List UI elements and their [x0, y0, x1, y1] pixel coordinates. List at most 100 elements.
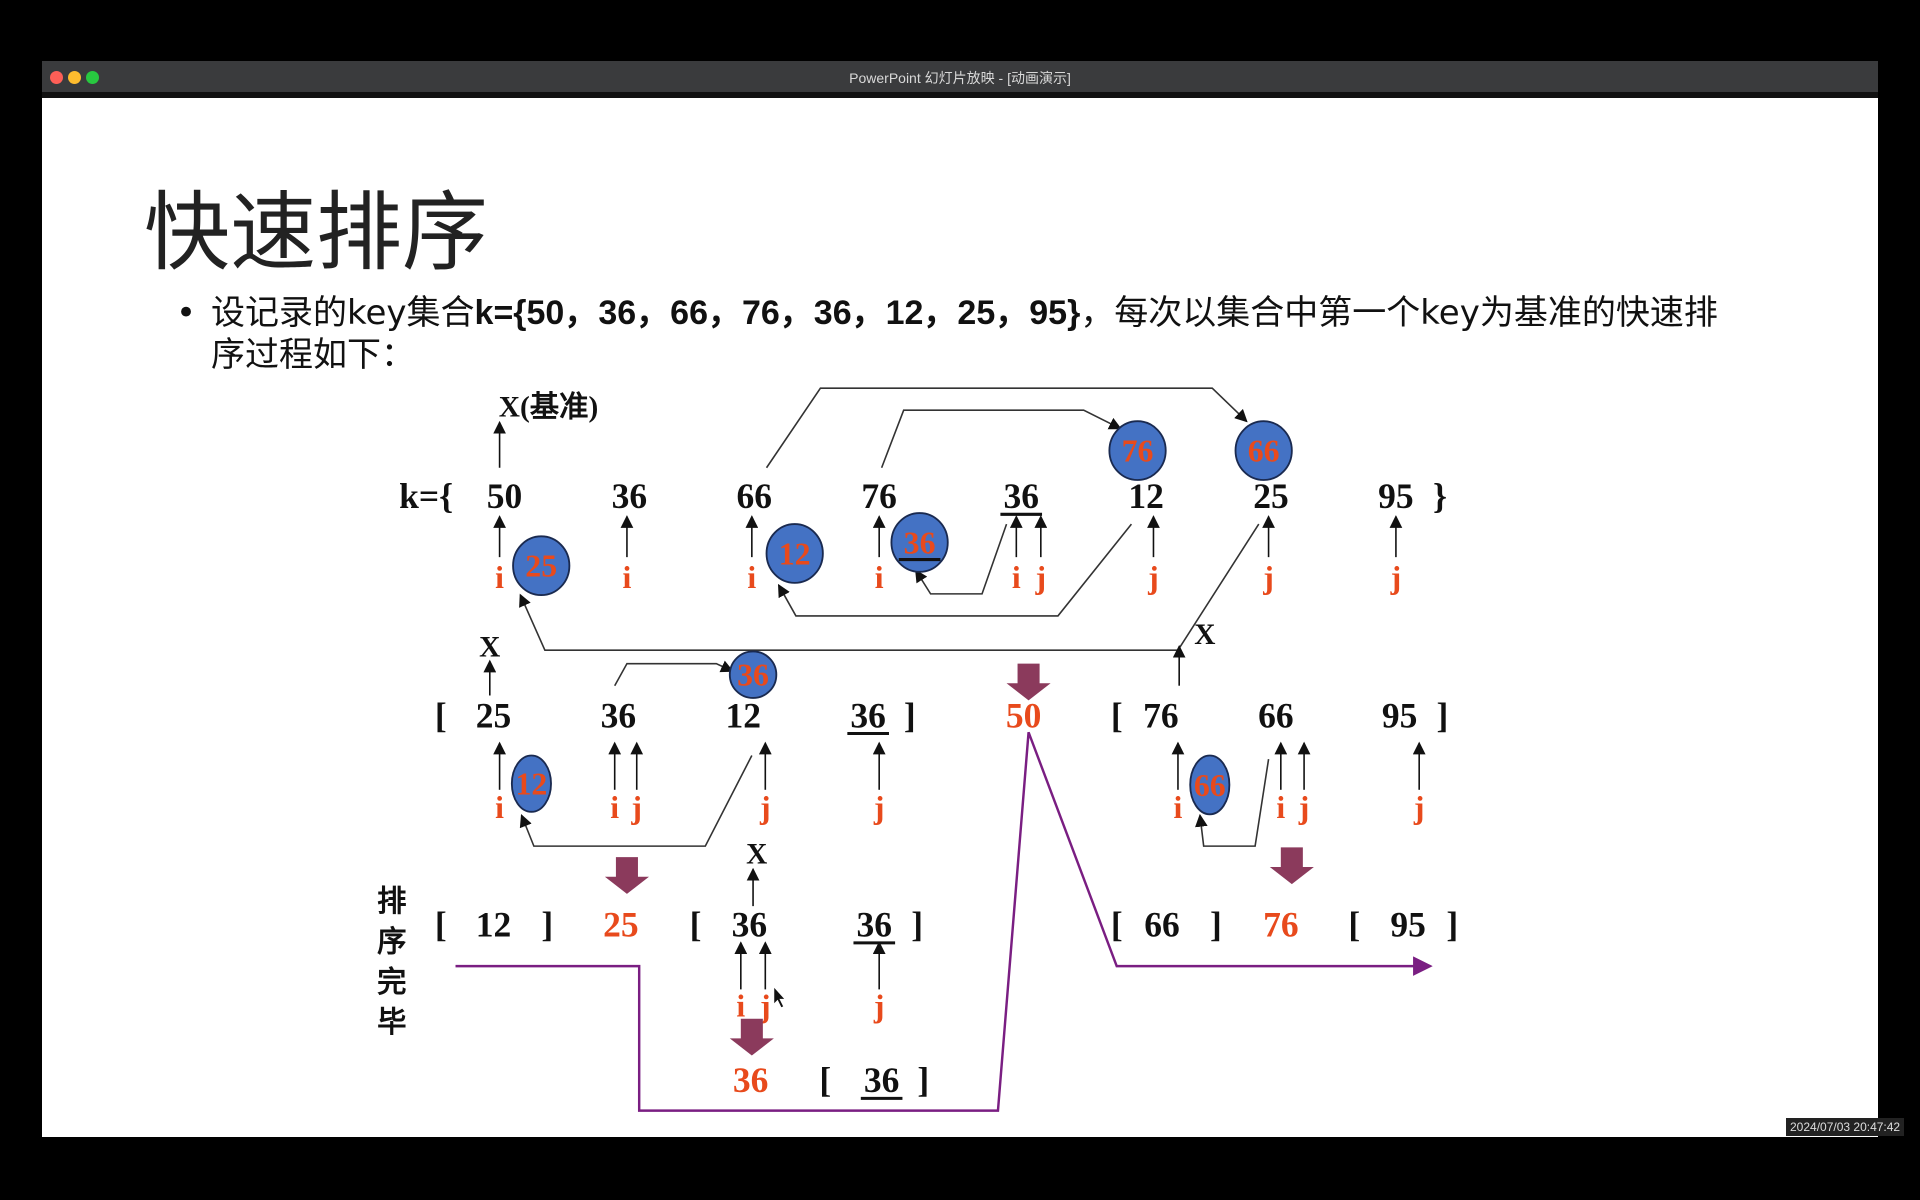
- pointer-label: i: [495, 790, 504, 825]
- row1-key: 76: [861, 476, 896, 516]
- moved-key-value: 66: [1194, 768, 1226, 803]
- pointer-label: i: [1174, 790, 1183, 825]
- row3-key: 25: [603, 905, 639, 945]
- move-arrow: [613, 660, 734, 687]
- row3-key: [: [1111, 905, 1123, 945]
- pointer-label: i: [610, 790, 619, 825]
- moved-key-circle: [728, 650, 778, 699]
- row4-key: ]: [917, 1060, 929, 1100]
- row4-key: [: [819, 1060, 831, 1100]
- moved-key-circle: [1234, 420, 1293, 481]
- pointer-label: i: [1012, 560, 1021, 595]
- row4-key: 36: [864, 1060, 900, 1100]
- moved-key-circle: [510, 754, 552, 813]
- row2-key: [: [1111, 695, 1123, 735]
- pointer-label: j: [1147, 560, 1159, 595]
- row3-key: ]: [1210, 905, 1222, 945]
- minimize-button[interactable]: [68, 71, 81, 84]
- moved-key-circle: [512, 535, 571, 597]
- timestamp: 2024/07/03 20:47:42: [1786, 1118, 1905, 1136]
- bullet-suffix: ，每次以集合中第一个key为基准的快速排序过程如下：: [211, 293, 1718, 375]
- move-arrow: [880, 409, 1122, 469]
- done-label-char: 序: [377, 924, 406, 958]
- pointer-label: j: [759, 790, 771, 825]
- row3-key: 36: [732, 905, 767, 945]
- row1-key: 36: [612, 476, 647, 516]
- key-set: k={50，36，66，76，36，12，25，95}: [474, 294, 1081, 332]
- row3-key: 12: [476, 905, 512, 945]
- row3-key: ]: [911, 905, 923, 945]
- done-label-char: 排: [377, 884, 406, 918]
- pointer-label: i: [623, 560, 632, 595]
- pointer-label: j: [873, 790, 885, 825]
- row2-key: 36: [601, 695, 637, 735]
- row1-key: 95: [1378, 476, 1414, 516]
- pointer-label: j: [759, 988, 771, 1023]
- moved-key-value: 25: [525, 549, 557, 584]
- bullet-icon: •: [176, 293, 197, 333]
- move-arrow: [519, 523, 1260, 651]
- down-arrow-icon: [1006, 663, 1051, 701]
- down-arrow-icon: [729, 1018, 774, 1056]
- pointer-label: j: [630, 790, 642, 825]
- x-label: X: [1194, 619, 1215, 651]
- window-title: PowerPoint 幻灯片放映 - [动画演示]: [849, 70, 1071, 86]
- done-label-char: 完: [377, 965, 406, 999]
- row3-key: ]: [1446, 905, 1458, 945]
- pointer-label: j: [873, 988, 885, 1023]
- pointer-label: i: [875, 560, 884, 595]
- row1-key: 66: [737, 476, 772, 516]
- row2-key: ]: [1437, 695, 1449, 735]
- recursion-path-arrow: [455, 731, 1433, 1112]
- moved-key-value: 36: [904, 525, 936, 560]
- row3-key: 66: [1144, 905, 1180, 945]
- row2-key: 66: [1258, 695, 1294, 735]
- close-button[interactable]: [50, 71, 63, 84]
- move-arrow: [777, 523, 1133, 617]
- moved-key-circle: [765, 523, 824, 584]
- bullet-prefix: 设记录的key集合: [211, 293, 475, 333]
- down-arrow-icon: [604, 857, 649, 894]
- moved-key-circle: [1189, 754, 1231, 816]
- row1-key: 50: [487, 476, 523, 516]
- row2-key: 50: [1006, 695, 1042, 735]
- moved-key-circle: [1108, 420, 1167, 481]
- row2-key: 76: [1143, 695, 1179, 735]
- row2-key: 12: [726, 695, 762, 735]
- row2-key: 95: [1382, 695, 1418, 735]
- row3-key: 36: [857, 905, 892, 945]
- row2-key: 25: [476, 695, 512, 735]
- pointer-label: i: [747, 560, 756, 595]
- row1-key: k={: [399, 476, 453, 516]
- row1-key: }: [1433, 476, 1447, 516]
- move-arrow: [519, 755, 753, 847]
- x-label: X: [479, 631, 500, 663]
- row3-key: 95: [1390, 905, 1426, 945]
- row1-key: 12: [1128, 476, 1164, 516]
- row3-key: [: [690, 905, 702, 945]
- down-arrow-icon: [1269, 847, 1314, 885]
- row4-key: 36: [733, 1060, 768, 1100]
- pointer-label: j: [1413, 790, 1425, 825]
- zoom-button[interactable]: [86, 71, 99, 84]
- row2-key: 36: [850, 695, 885, 735]
- pivot-label: X(基准): [499, 390, 599, 423]
- slide-title: 快速排序: [144, 183, 488, 283]
- row3-key: ]: [541, 905, 553, 945]
- done-label-char: 毕: [377, 1005, 406, 1039]
- moved-key-value: 36: [737, 658, 769, 693]
- move-arrow: [915, 523, 1008, 595]
- row1-key: 25: [1253, 476, 1289, 516]
- pointer-label: j: [1390, 560, 1402, 595]
- moved-key-value: 76: [1122, 434, 1154, 469]
- title-bar: PowerPoint 幻灯片放映 - [动画演示]: [42, 61, 1878, 98]
- moved-key-value: 12: [779, 536, 811, 571]
- moved-key-value: 66: [1248, 434, 1280, 469]
- move-arrow: [1195, 759, 1270, 847]
- slideshow-window: PowerPoint 幻灯片放映 - [动画演示] 快速排序 • 设记录的key…: [42, 61, 1878, 1137]
- row3-key: 76: [1263, 905, 1299, 945]
- row1-key: 36: [1003, 476, 1039, 516]
- moved-key-value: 12: [516, 767, 548, 802]
- mouse-cursor-icon: [773, 985, 786, 1009]
